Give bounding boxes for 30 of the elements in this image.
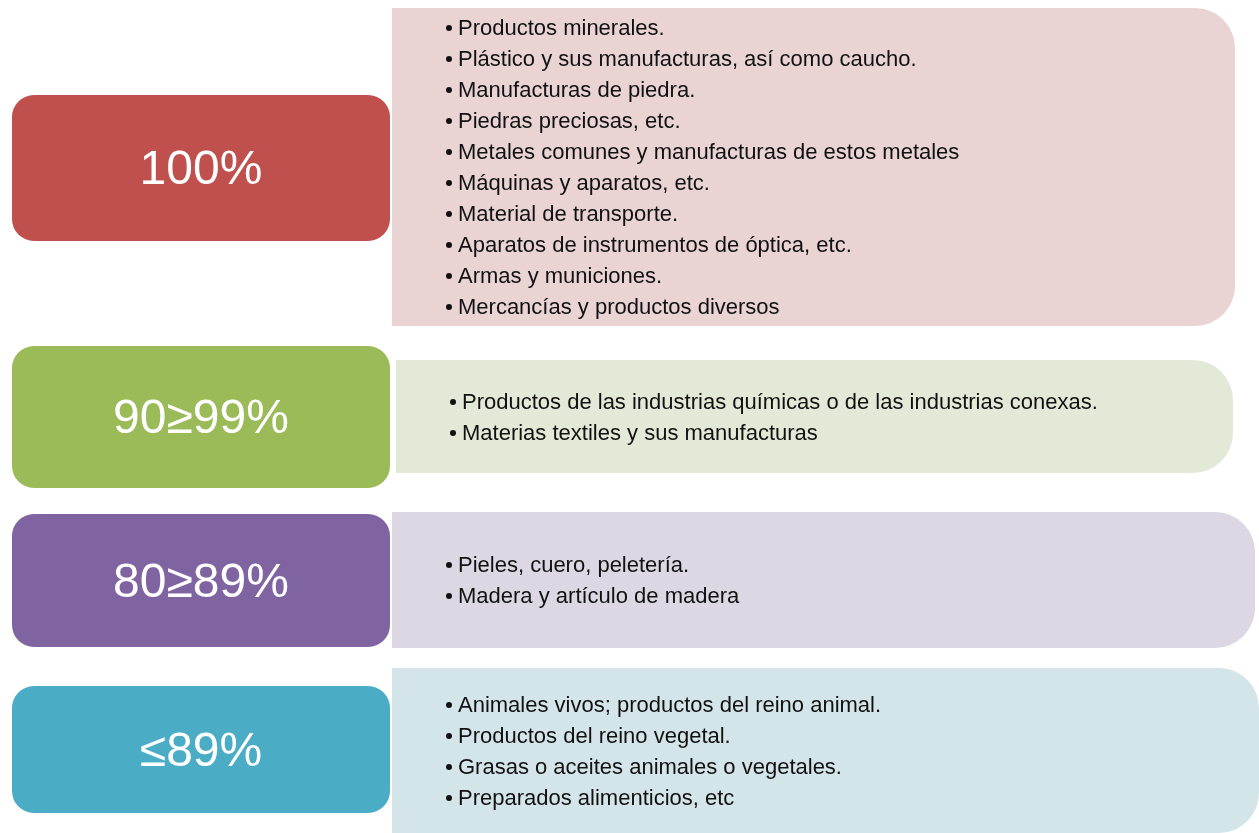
category-panel xyxy=(392,512,1255,648)
category-panel xyxy=(392,668,1259,833)
list-item: Productos de las industrias químicas o de las industrias conexas. xyxy=(462,387,1099,416)
list-item: Máquinas y aparatos, etc. xyxy=(458,169,711,197)
percentage-box xyxy=(12,514,390,647)
percentage-box xyxy=(12,95,390,241)
percentage-label: ≤89% xyxy=(139,725,263,774)
list-item: Aparatos de instrumentos de óptica, etc. xyxy=(458,231,853,259)
list-item: Material de transporte. xyxy=(458,200,680,228)
list-item: Mercancías y productos diversos xyxy=(458,293,781,321)
list-item: Materias textiles y sus manufacturas xyxy=(462,418,819,447)
percentage-label: 100% xyxy=(139,144,263,192)
percentage-label: 90≥99% xyxy=(113,393,289,441)
list-item: Productos del reino vegetal. xyxy=(458,721,732,750)
list-item: Preparados alimenticios, etc xyxy=(458,783,736,812)
list-item: Piedras preciosas, etc. xyxy=(458,107,682,135)
percentage-box xyxy=(12,686,390,813)
list-item: Armas y municiones. xyxy=(458,262,664,290)
list-item: Grasas o aceites animales o vegetales. xyxy=(458,752,843,781)
category-panel xyxy=(392,8,1235,326)
list-item: Metales comunes y manufacturas de estos metales xyxy=(458,138,961,166)
list-item: Manufacturas de piedra. xyxy=(458,76,697,104)
category-panel xyxy=(396,360,1233,473)
percentage-box xyxy=(12,346,390,488)
list-item: Plástico y sus manufacturas, así como caucho. xyxy=(458,45,918,73)
list-item: Productos minerales. xyxy=(458,14,666,42)
percentage-label: 80≥89% xyxy=(113,556,289,605)
list-item: Animales vivos; productos del reino animal. xyxy=(458,690,883,719)
list-item: Madera y artículo de madera xyxy=(458,582,741,610)
list-item: Pieles, cuero, peletería. xyxy=(458,551,691,579)
